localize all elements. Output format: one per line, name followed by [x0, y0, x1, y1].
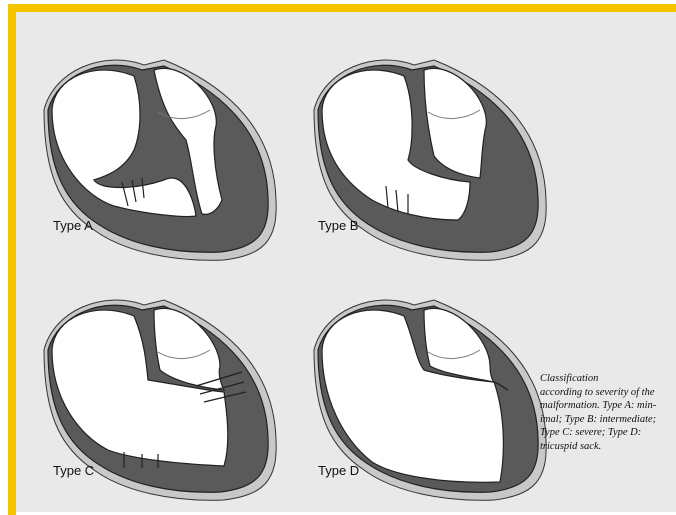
label-type-b: Type B — [318, 218, 358, 233]
label-type-a: Type A — [53, 218, 93, 233]
label-type-c: Type C — [53, 463, 94, 478]
caption-line: tricuspid sack. — [540, 440, 672, 454]
caption-line: malformation. Type A: min- — [540, 399, 672, 413]
caption-line: Type C: severe; Type D: — [540, 426, 672, 440]
border-left — [8, 4, 16, 515]
caption-line: according to severity of the — [540, 386, 672, 400]
caption-line: imal; Type B: intermediate; — [540, 413, 672, 427]
figure-caption: Classification according to severity of … — [540, 372, 672, 453]
caption-line: Classification — [540, 372, 672, 386]
label-type-d: Type D — [318, 463, 359, 478]
border-top — [8, 4, 676, 12]
